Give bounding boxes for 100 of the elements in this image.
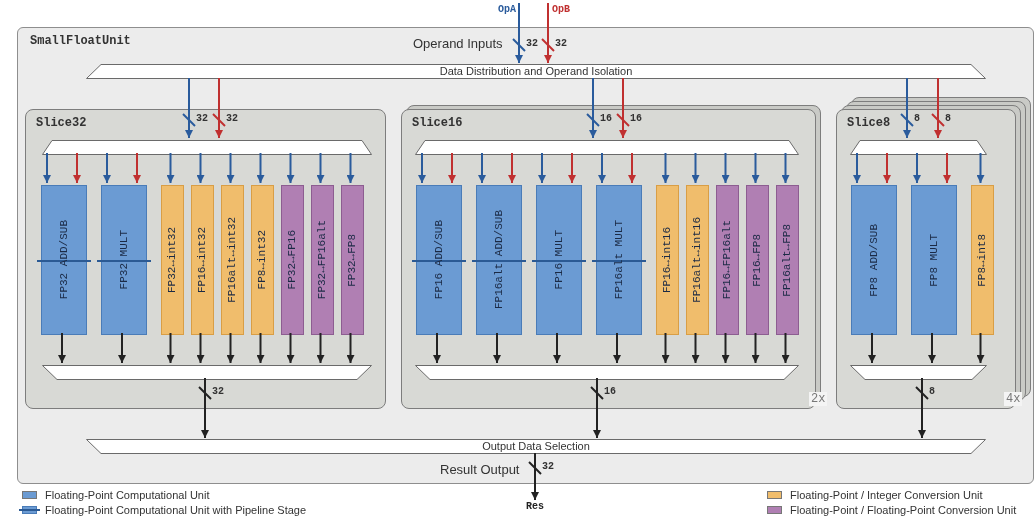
bus-width-label: 32 — [212, 387, 224, 397]
float-conversion-unit-box — [281, 185, 304, 335]
arrow — [531, 452, 539, 501]
slice-title: Slice32 — [36, 115, 87, 132]
trapezoid-label: Output Data Selection — [482, 441, 590, 452]
arrow — [781, 332, 790, 364]
selection-trapezoid — [42, 365, 372, 380]
float-conversion-unit-box — [311, 185, 334, 335]
distribution-trapezoid — [42, 140, 372, 155]
arrow — [721, 152, 730, 184]
bus-width-label: 16 — [604, 387, 616, 397]
slice-title: Slice16 — [412, 115, 463, 132]
unit-label: FP32 MULT — [117, 230, 131, 290]
distribution-trapezoid — [850, 140, 987, 155]
slice-title: Slice8 — [847, 115, 891, 132]
arrow — [691, 152, 700, 184]
signal-name: OpA — [488, 3, 519, 17]
int-conversion-unit-box — [971, 185, 994, 335]
trapezoid-label: Data Distribution and Operand Isolation — [439, 66, 633, 77]
unit-label: FP8 MULT — [927, 233, 941, 287]
bus-width-label: 32 — [526, 39, 538, 49]
arrow — [448, 152, 456, 184]
arrow — [196, 152, 205, 184]
unit-label: FP16alt↔int32 — [226, 217, 239, 303]
arrow — [619, 77, 627, 139]
section-label: Operand Inputs — [413, 37, 503, 50]
arrow — [493, 332, 501, 364]
arrow — [226, 152, 235, 184]
arrow — [166, 332, 175, 364]
arrow — [418, 152, 426, 184]
arrow — [43, 152, 51, 184]
unit-label: FP32 ADD/SUB — [57, 220, 71, 300]
arrow — [73, 152, 81, 184]
unit-label: FP8 ADD/SUB — [867, 223, 881, 297]
unit-label: FP16alt MULT — [612, 220, 626, 300]
unit-label: FP16↔FP8 — [751, 233, 764, 287]
signal-name: Res — [520, 500, 550, 514]
arrow — [316, 332, 325, 364]
arrow — [256, 332, 265, 364]
int-conversion-unit-box — [656, 185, 679, 335]
distribution-trapezoid — [86, 64, 986, 79]
arrow — [185, 77, 193, 139]
arrow — [853, 152, 861, 184]
float-conversion-unit-box — [716, 185, 739, 335]
float-conversion-unit-box — [341, 185, 364, 335]
arrow — [553, 332, 561, 364]
unit-label: FP16 MULT — [552, 230, 566, 290]
legend-label: Floating-Point / Integer Conversion Unit — [790, 489, 983, 501]
arrow — [628, 152, 636, 184]
arrow — [918, 377, 926, 439]
signal-name: OpB — [548, 3, 580, 17]
unit-label: FP32↔FP8 — [346, 233, 359, 287]
arrow — [215, 77, 223, 139]
legend-label: Floating-Point Computational Unit — [45, 489, 210, 501]
arrow — [976, 332, 985, 364]
int-conversion-unit-box — [191, 185, 214, 335]
legend-label: Floating-Point / Floating-Point Conversion Unit — [790, 504, 1017, 516]
arrow — [568, 152, 576, 184]
bus-width-label: 32 — [555, 39, 567, 49]
bus-width-label: 16 — [600, 114, 612, 124]
arrow — [544, 2, 552, 64]
arrow — [58, 332, 66, 364]
arrow — [691, 332, 700, 364]
arrow — [613, 332, 621, 364]
bus-width-label: 16 — [630, 114, 642, 124]
replication-count-label: 2x — [809, 392, 828, 406]
arrow — [286, 332, 295, 364]
unit-container — [17, 27, 1034, 484]
unit-label: FP16↔FP16alt — [721, 220, 734, 300]
int-conversion-unit-box — [161, 185, 184, 335]
arrow — [751, 332, 760, 364]
bus-width-label: 8 — [929, 387, 935, 397]
unit-label: FP16alt↔FP8 — [781, 223, 794, 297]
arrow — [928, 332, 936, 364]
arrow — [515, 2, 523, 64]
arrow — [166, 152, 175, 184]
arrow — [538, 152, 546, 184]
arrow — [133, 152, 141, 184]
int-conversion-unit-box — [221, 185, 244, 335]
arrow — [201, 377, 209, 439]
distribution-trapezoid — [415, 140, 799, 155]
unit-label: FP32↔FP16 — [286, 230, 299, 290]
int-conversion-unit-box — [251, 185, 274, 335]
bus-width-label: 32 — [226, 114, 238, 124]
bus-width-label: 32 — [196, 114, 208, 124]
float-conversion-unit-box — [776, 185, 799, 335]
selection-trapezoid — [86, 439, 986, 454]
legend-label: Floating-Point Computational Unit with Pipeline Stage — [45, 504, 307, 516]
arrow — [934, 77, 942, 139]
arrow — [508, 152, 516, 184]
arrow — [721, 332, 730, 364]
computational-unit-box — [911, 185, 957, 335]
selection-trapezoid — [850, 365, 987, 380]
arrow — [256, 152, 265, 184]
arrow — [478, 152, 486, 184]
computational-unit-box — [851, 185, 897, 335]
arrow — [346, 152, 355, 184]
unit-label: FP16↔int32 — [196, 227, 209, 293]
arrow — [286, 152, 295, 184]
arrow — [316, 152, 325, 184]
